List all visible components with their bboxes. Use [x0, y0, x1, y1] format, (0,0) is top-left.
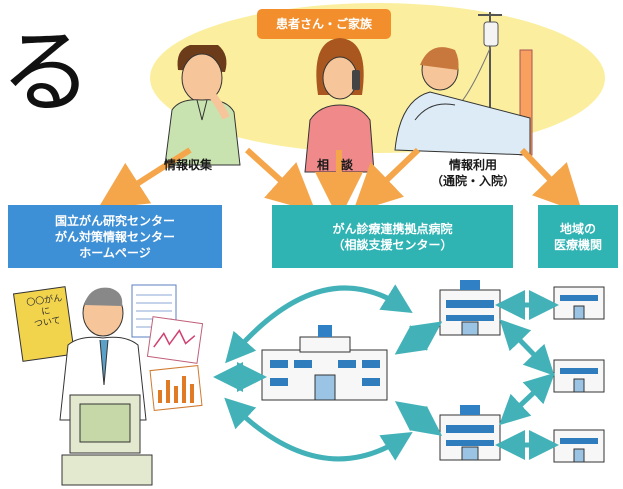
flow-label-info-gathering: 情報収集 — [163, 158, 212, 172]
ncc-info-center-box: 国立がん研究センター がん対策情報センター ホームページ — [8, 205, 222, 268]
clinic-building-icon — [553, 359, 605, 393]
ncc-box-line-1: 国立がん研究センター — [54, 213, 175, 228]
flow-label-info-use: 情報利用 — [448, 158, 497, 172]
local-box-line-1: 地域の — [559, 221, 596, 236]
hub-box-line-1: がん診療連携拠点病院 — [332, 221, 453, 236]
hospital-building-icon — [439, 280, 501, 336]
flow-label-consultation: 相 談 — [316, 158, 353, 172]
hospital-building-icon — [439, 405, 501, 461]
arrow-to-ncc — [97, 147, 192, 209]
patient-in-bed-icon — [394, 12, 533, 156]
hub-box-line-2: （相談支援センター） — [332, 237, 453, 252]
arrow-use-to-hub — [352, 147, 421, 213]
flow-label-info-use-detail: （通院・入院） — [430, 174, 515, 188]
clinic-building-icon — [553, 429, 605, 463]
cancer-hub-hospital-box: がん診療連携拠点病院 （相談支援センター） — [272, 205, 513, 268]
network-arrows — [213, 284, 559, 462]
local-medical-institution-box: 地域の 医療機関 — [538, 205, 618, 268]
ncc-box-line-3: ホームページ — [79, 245, 151, 260]
local-box-line-2: 医療機関 — [553, 237, 602, 252]
doctor-at-computer-icon — [12, 284, 204, 486]
clinic-building-icon — [553, 286, 605, 320]
book-cover-text: 〇〇がん に ついて — [22, 293, 70, 332]
central-hospital-icon — [261, 325, 388, 401]
patient-family-label: 患者さん・ご家族 — [257, 9, 391, 39]
ncc-box-line-2: がん対策情報センター — [54, 229, 175, 244]
woman-on-phone-icon — [304, 38, 375, 173]
arrow-consult-to-hub-left — [244, 147, 316, 213]
arrow-use-to-local — [519, 147, 583, 214]
man-thinking-icon — [164, 45, 241, 166]
heading-fragment: る — [0, 19, 93, 126]
